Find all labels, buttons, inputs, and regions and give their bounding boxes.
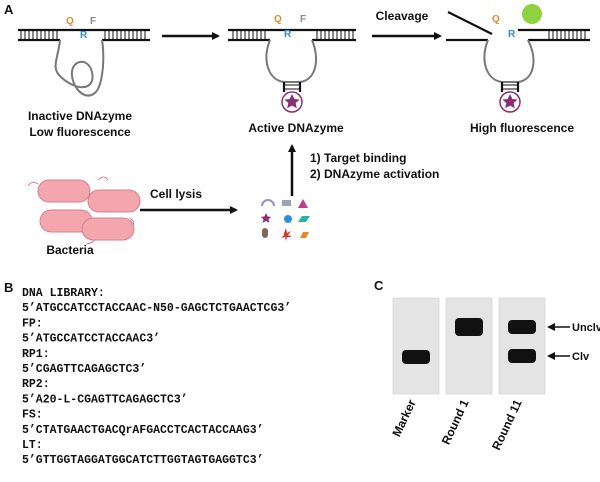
sequence-text: 5’ATGCCATCCTACCAAC-N50-GAGCTCTGAACTCG3’: [22, 302, 291, 315]
arc-icon: [261, 199, 275, 207]
capsule-icon: [262, 228, 268, 238]
sequence-name: RP1:: [22, 348, 50, 361]
lane-label: Round 11: [489, 397, 525, 452]
sequence-list: DNA LIBRARY: 5’ATGCCATCCTACCAAC-N50-GAGCT…: [22, 287, 291, 467]
sequence-text: 5’CTATGAACTGACQrAFGACCTCACTACCAAG3’: [22, 424, 264, 437]
sequence-name: LT:: [22, 439, 43, 452]
gel-image: [392, 297, 546, 395]
trapezoid-icon: [298, 216, 310, 222]
gel-band: [508, 320, 536, 334]
square-icon: [282, 200, 291, 206]
target-star-icon: [284, 94, 300, 109]
quencher-label-3: Q: [492, 14, 500, 25]
quencher-label: Q: [66, 16, 74, 27]
high-fluorescence-label: High fluorescence: [470, 121, 574, 135]
lane-label: Marker: [389, 397, 418, 439]
quencher-label-2: Q: [274, 14, 282, 25]
sequence-name: FS:: [22, 409, 43, 422]
active-label: Active DNAzyme: [248, 121, 344, 135]
sequence-name: FP:: [22, 317, 43, 330]
star-icon: [260, 213, 272, 223]
lane-label: Round 1: [439, 397, 472, 447]
panel-a-label: A: [4, 2, 14, 17]
sequence-name: DNA LIBRARY:: [22, 287, 105, 300]
step2-label: 2) DNAzyme activation: [310, 167, 439, 181]
cell-lysis-label: Cell lysis: [150, 187, 202, 201]
ribo-label: R: [80, 30, 88, 41]
active-dnazyme: Q R F: [228, 14, 356, 113]
gel-lane-marker: [392, 297, 440, 395]
step1-label: 1) Target binding: [310, 151, 406, 165]
cleaved-dnazyme: Q R: [446, 4, 590, 113]
gel-band: [455, 318, 483, 336]
lane-labels: Marker Round 1 Round 11: [389, 397, 524, 452]
circle-icon: [284, 215, 292, 223]
bacterium-icon: [37, 179, 91, 203]
bacterium-icon: [87, 189, 141, 213]
bacteria-label: Bacteria: [46, 243, 94, 257]
fluorophore-dot: [522, 4, 542, 24]
bacteria-group: [27, 176, 141, 245]
fluorophore-label-2: F: [300, 14, 306, 25]
gel-lane-round11: [498, 297, 546, 395]
uncleaved-label: Unclv: [572, 322, 600, 334]
target-star-icon-2: [502, 94, 518, 109]
gel-lane-round1: [445, 297, 493, 395]
sequence-text: 5’A20-L-CGAGTTCAGAGCTC3’: [22, 393, 188, 406]
gel-band: [508, 349, 536, 363]
gel-band: [402, 350, 430, 364]
sequence-text: 5’ATGCCATCCTACCAAC3’: [22, 333, 160, 346]
sequence-text: 5’GTTGGTAGGATGGCATCTTGGTAGTGAGGTC3’: [22, 454, 264, 467]
sequence-text: 5’CGAGTTCAGAGCTC3’: [22, 363, 146, 376]
inactive-dnazyme: Q R F: [18, 16, 150, 97]
ribo-label-2: R: [284, 29, 292, 40]
triangle-icon: [298, 199, 308, 208]
low-fluorescence-label: Low fluorescence: [29, 125, 131, 139]
panel-c-label: C: [374, 278, 384, 293]
burst-icon: [281, 228, 292, 241]
ribo-label-3: R: [508, 29, 516, 40]
parallelogram-icon: [300, 232, 309, 238]
lysate-molecules: [260, 199, 310, 241]
fluorophore-label: F: [90, 16, 96, 27]
cleavage-label: Cleavage: [376, 9, 429, 23]
panel-b-label: B: [4, 280, 13, 295]
cleaved-label: Clv: [572, 351, 590, 363]
sequence-name: RP2:: [22, 378, 50, 391]
inactive-label: Inactive DNAzyme: [28, 109, 132, 123]
bacterium-icon: [81, 217, 135, 241]
